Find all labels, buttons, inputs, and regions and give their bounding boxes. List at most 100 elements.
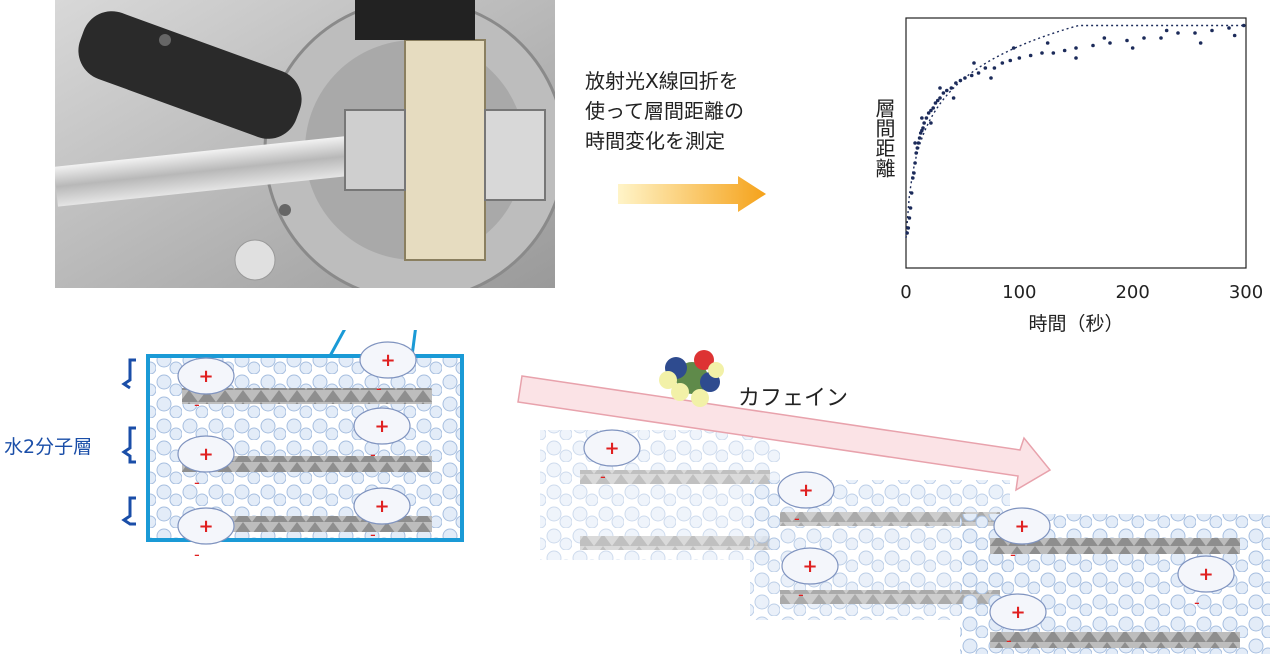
- caffeine-molecule-icon: [659, 350, 724, 407]
- data-point-22: [938, 96, 942, 100]
- data-point-34: [1008, 58, 1013, 63]
- cation-plus: +: [198, 366, 213, 387]
- data-point-65: [1232, 33, 1237, 38]
- data-point-35: [1017, 56, 1022, 60]
- data-point-56: [972, 61, 976, 65]
- anion-minus: -: [370, 525, 376, 544]
- data-point-52: [920, 116, 924, 120]
- data-point-33: [1000, 61, 1005, 65]
- data-point-9: [915, 146, 920, 150]
- cation-plus: +: [1010, 602, 1025, 623]
- data-point-10: [916, 141, 921, 145]
- data-point-45: [1159, 36, 1163, 40]
- anion-minus: -: [194, 395, 200, 414]
- data-point-44: [1142, 36, 1146, 40]
- anion-minus: -: [794, 509, 800, 528]
- data-point-2: [907, 216, 912, 220]
- data-point-49: [1227, 26, 1231, 30]
- cation-ellipse-8: [781, 547, 839, 585]
- cation-ellipse-0: [177, 357, 235, 395]
- anion-minus: -: [600, 467, 606, 486]
- x-tick-label: 0: [900, 282, 911, 303]
- data-point-57: [989, 76, 993, 80]
- data-point-30: [976, 71, 981, 75]
- cation-ellipse-9: [993, 507, 1051, 545]
- data-point-19: [931, 106, 935, 110]
- experiment-photo: [55, 0, 555, 288]
- anion-minus: -: [194, 473, 200, 492]
- data-point-15: [922, 121, 926, 125]
- data-point-3: [908, 206, 913, 210]
- cation-plus: +: [198, 444, 213, 465]
- x-axis-label: 時間（秒）: [1028, 313, 1123, 335]
- data-point-42: [1108, 41, 1112, 45]
- cation-plus: +: [1198, 564, 1213, 585]
- x-tick-label: 100: [1002, 282, 1036, 303]
- cation-ellipse-1: [359, 341, 417, 379]
- data-point-32: [992, 66, 997, 70]
- cation-plus: +: [374, 416, 389, 437]
- data-point-36: [1028, 53, 1033, 58]
- data-point-41: [1091, 43, 1095, 48]
- cation-ellipse-3: [177, 435, 235, 473]
- cation-plus: +: [198, 516, 213, 537]
- cation-plus: +: [802, 556, 817, 577]
- data-point-51: [913, 141, 917, 145]
- data-point-29: [969, 73, 974, 78]
- data-point-8: [914, 151, 918, 155]
- data-point-38: [1051, 51, 1056, 55]
- cation-plus: +: [1014, 516, 1029, 537]
- anion-minus: -: [376, 379, 382, 398]
- data-point-59: [1045, 41, 1050, 45]
- cation-plus: +: [374, 496, 389, 517]
- cation-ellipse-5: [177, 507, 235, 545]
- cation-ellipse-2: [353, 407, 411, 445]
- cation-ellipse-10: [1177, 555, 1235, 593]
- data-point-50: [1241, 23, 1246, 28]
- data-point-17: [926, 111, 931, 115]
- data-point-20: [933, 101, 938, 105]
- data-point-54: [938, 86, 942, 90]
- data-point-21: [935, 98, 940, 103]
- layer-diagram: +-+-+-+-+-+-+-+-+-+-+-+-: [121, 330, 1270, 654]
- data-point-16: [924, 116, 929, 120]
- data-point-6: [912, 171, 916, 175]
- y-axis-label: 層間距離: [872, 98, 896, 178]
- anion-minus: -: [194, 545, 200, 564]
- data-point-63: [1164, 28, 1169, 33]
- data-point-48: [1210, 28, 1214, 33]
- gradient-arrow-icon: [618, 176, 766, 212]
- data-point-46: [1176, 31, 1180, 35]
- data-points: [905, 23, 1246, 235]
- anion-minus: -: [1010, 545, 1016, 564]
- data-point-64: [1198, 41, 1203, 45]
- cation-plus: +: [798, 480, 813, 501]
- pink-arrow-icon: [517, 375, 1052, 492]
- data-point-40: [1074, 46, 1078, 50]
- data-point-27: [958, 78, 963, 83]
- data-point-39: [1062, 48, 1067, 53]
- x-tick-label: 200: [1115, 282, 1149, 303]
- data-point-55: [951, 96, 956, 100]
- data-point-37: [1040, 51, 1044, 55]
- anion-minus: -: [1006, 631, 1012, 650]
- data-point-58: [1011, 46, 1016, 50]
- data-point-53: [929, 121, 933, 125]
- cation-ellipse-11: [989, 593, 1047, 631]
- data-point-5: [911, 176, 915, 180]
- data-point-43: [1125, 38, 1129, 43]
- data-point-60: [1074, 56, 1078, 60]
- data-point-1: [906, 226, 911, 230]
- cation-ellipse-7: [777, 471, 835, 509]
- anion-minus: -: [370, 445, 376, 464]
- caffeine-label: カフェイン: [738, 386, 849, 411]
- data-point-47: [1193, 31, 1197, 35]
- data-point-62: [1130, 46, 1135, 50]
- data-point-24: [945, 88, 949, 93]
- data-point-11: [917, 136, 922, 140]
- anion-minus: -: [1194, 593, 1200, 612]
- cation-plus: +: [380, 350, 395, 371]
- data-point-23: [941, 91, 946, 95]
- data-point-18: [929, 108, 933, 113]
